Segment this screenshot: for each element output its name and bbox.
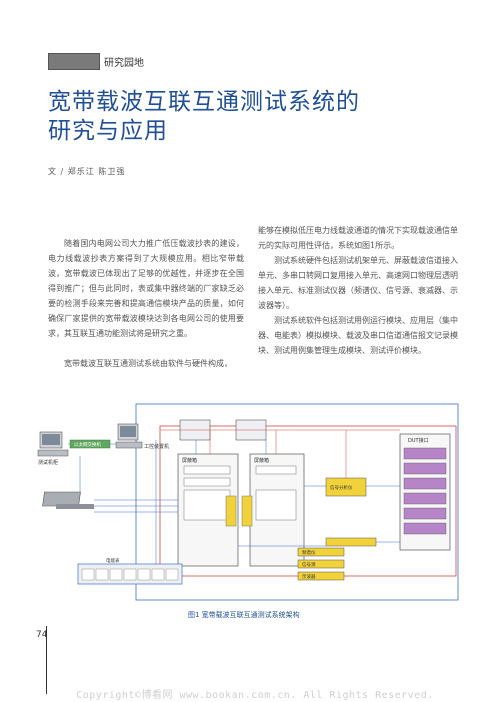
dut-boxes — [403, 447, 447, 535]
dut-title: DUT接口 — [408, 437, 429, 444]
body-column-right: 能够在模拟低压电力线载波通道的情况下实现载波通信单元的实际可用性评估，系统如图1… — [258, 223, 458, 358]
test-pc: 测试机柜 — [37, 431, 69, 466]
architecture-diagram: 测试机柜 以太网交换机 工控装置机 屏蔽箱 屏蔽箱 — [36, 396, 464, 604]
article-title: 宽带载波互联互通测试系统的 研究与应用 — [48, 88, 360, 146]
author-line: 文 / 郑乐江 陈卫强 — [48, 167, 126, 176]
connection-lines — [68, 440, 400, 564]
yellow-block — [225, 495, 237, 527]
oscilloscope-label: 示波器 — [302, 573, 316, 580]
section-label: 研究园地 — [104, 58, 144, 69]
figure-caption: 图1 宽带载波互联互通测试系统架构 — [188, 611, 300, 619]
copyright-watermark: Copyright©博看网 www.bookan.com.cn. All Rig… — [76, 690, 434, 701]
title-line-2: 研究与应用 — [48, 118, 168, 144]
industrial-pc-label: 工控装置机 — [144, 443, 169, 450]
title-line-1: 宽带载波互联互通测试系统的 — [48, 89, 360, 115]
paragraph: 随着国内电网公司大力推广低压载波抄表的建设，电力线载波抄表方案得到了大规模应用。… — [48, 239, 244, 338]
spectrum-label: 频谱仪 — [302, 549, 316, 556]
body-column-left: 随着国内电网公司大力推广低压载波抄表的建设，电力线载波抄表方案得到了大规模应用。… — [48, 236, 244, 371]
oscilloscope-box — [297, 571, 345, 581]
section-tag-box — [48, 53, 100, 70]
page-number: 74 — [36, 630, 48, 640]
section-tag: 研究园地 — [48, 53, 144, 70]
outer-frame — [135, 403, 459, 601]
meter-group-label: 电能表 — [106, 557, 120, 564]
generator-box — [297, 559, 345, 569]
analyzer-label: 信号分析仪 — [330, 484, 353, 491]
switch-label: 以太网交换机 — [74, 441, 101, 448]
paragraph: 测试系统硬件包括测试机架单元、屏蔽载波信道接入单元、多串口转网口复用接入单元、高… — [258, 256, 458, 310]
generator-label: 信号源 — [302, 561, 316, 568]
spectrum-box — [297, 547, 345, 557]
yellow-block — [241, 495, 253, 527]
page-rule — [46, 626, 47, 694]
left-module-label: 屏蔽箱 — [182, 457, 197, 464]
paragraph: 宽带载波互联互通测试系统由软件与硬件构成， — [64, 359, 232, 368]
yellow-bar — [325, 537, 377, 547]
right-module-label: 屏蔽箱 — [254, 457, 269, 464]
power-lines — [160, 429, 400, 478]
paragraph: 能够在模拟低压电力线载波通道的情况下实现载波通信单元的实际可用性评估，系统如图1… — [258, 226, 458, 250]
paragraph: 测试系统软件包括测试用例运行模块、应用层（集中器、电能表）模拟模块、载波及串口信… — [258, 316, 458, 355]
test-pc-label: 测试机柜 — [38, 459, 58, 466]
system-architecture-figure: 测试机柜 以太网交换机 工控装置机 屏蔽箱 屏蔽箱 — [36, 396, 464, 604]
instrument-device — [42, 491, 94, 509]
industrial-pc: 工控装置机 — [115, 423, 169, 450]
meter-cells — [81, 568, 179, 581]
